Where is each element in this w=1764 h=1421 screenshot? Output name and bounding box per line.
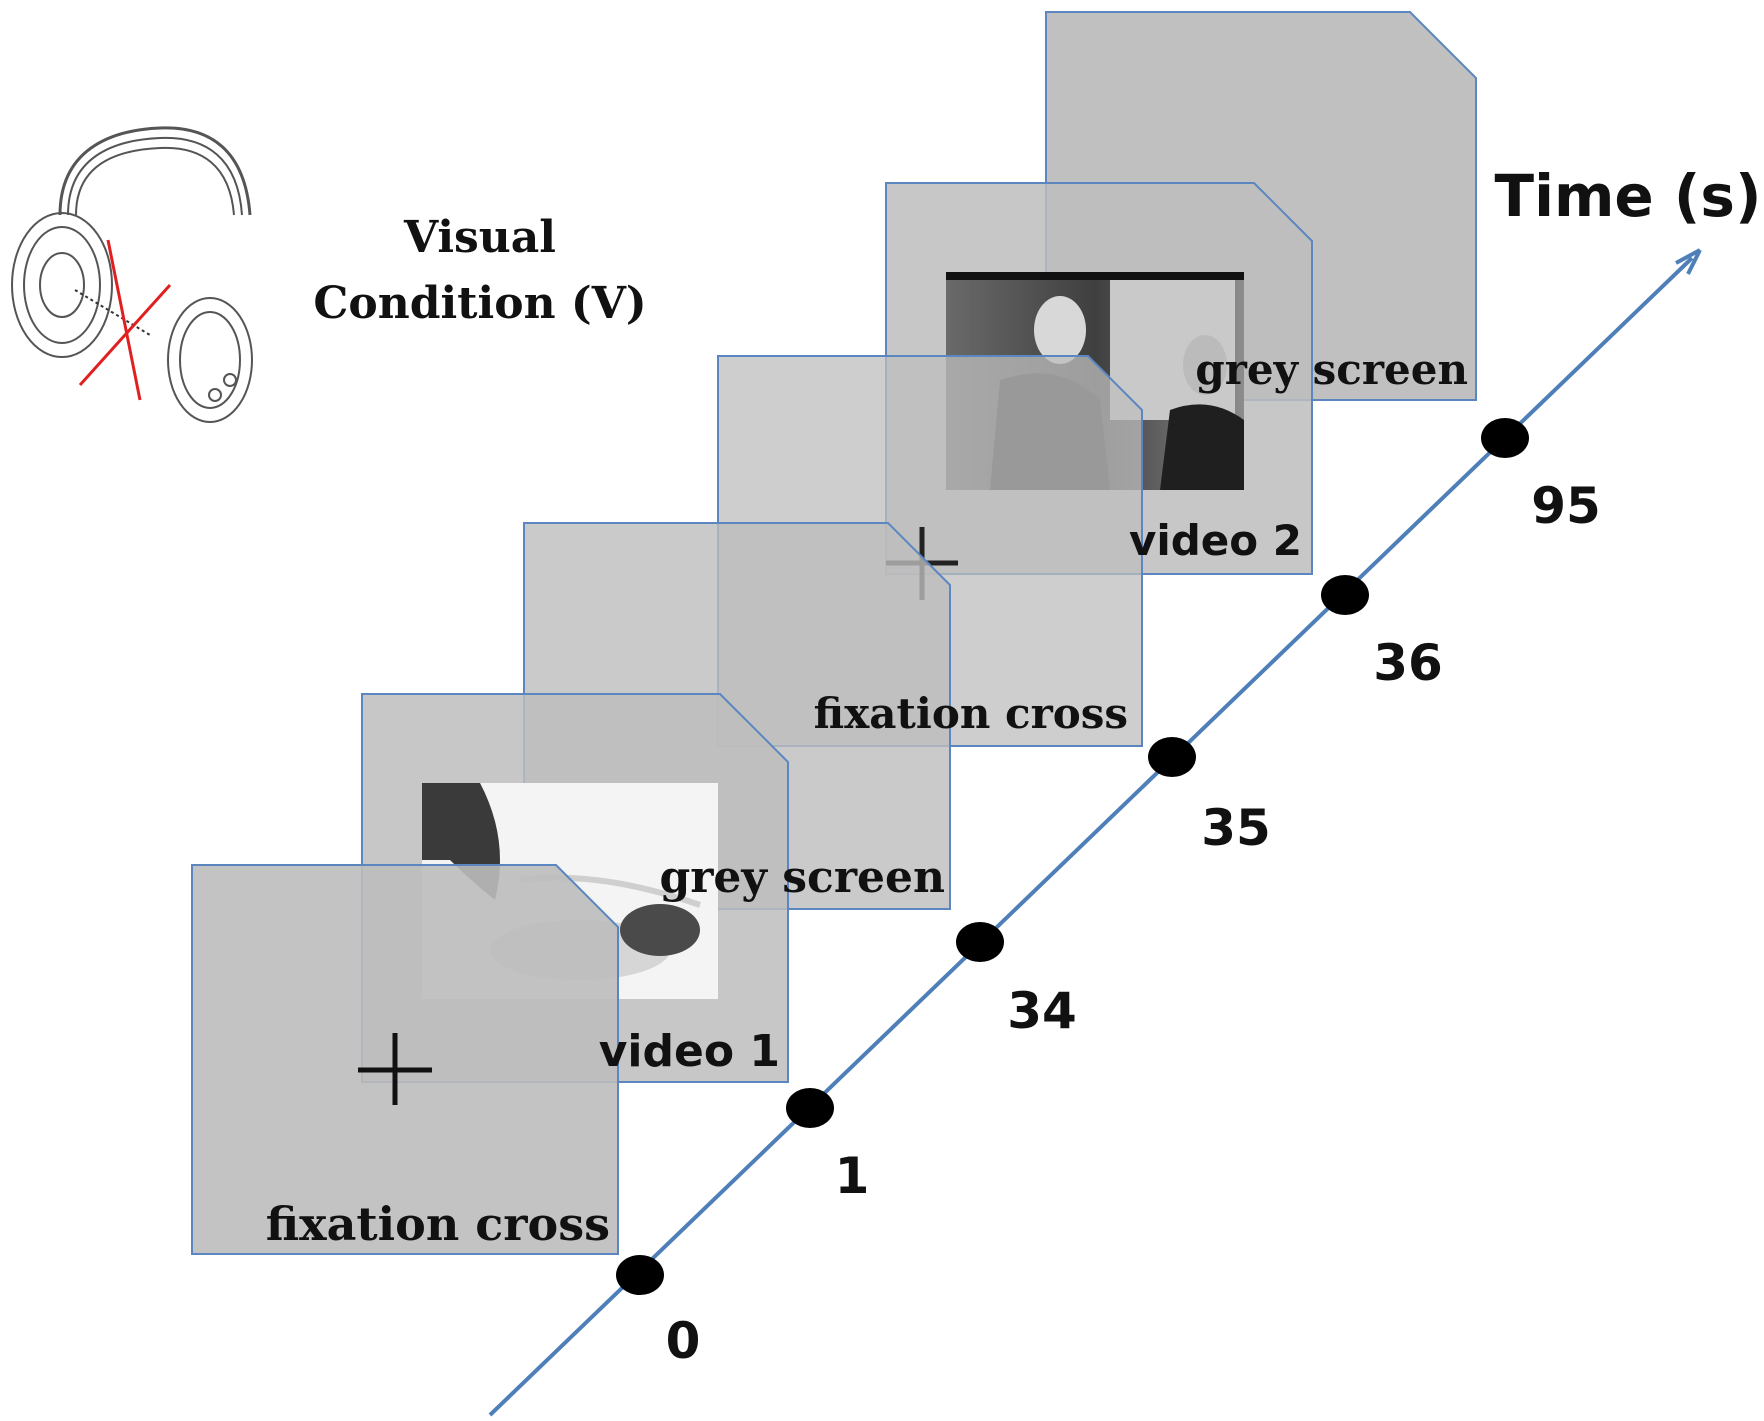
screen-label: fixation cross [814, 689, 1128, 738]
time-marker [956, 922, 1004, 962]
time-point-34: 34 [956, 922, 1077, 1040]
time-value: 95 [1531, 477, 1601, 535]
time-marker [616, 1255, 664, 1295]
cross-out-mark [78, 239, 172, 401]
time-value: 34 [1007, 982, 1077, 1040]
time-marker [1481, 418, 1529, 458]
screen-panel [191, 864, 619, 1255]
time-point-35: 35 [1148, 737, 1271, 857]
screen-label: video 2 [1129, 516, 1302, 565]
screen-label: grey screen [1195, 345, 1468, 394]
time-point-36: 36 [1321, 575, 1443, 692]
condition-title-line1: Visual [403, 212, 556, 263]
time-value: 1 [835, 1147, 870, 1205]
screen-label: fixation cross [266, 1197, 610, 1251]
screen-label: video 1 [599, 1026, 780, 1077]
time-value: 35 [1201, 799, 1271, 857]
time-value: 0 [666, 1312, 701, 1370]
screen-fixation-cross-1 [191, 864, 619, 1255]
time-value: 36 [1373, 634, 1443, 692]
time-marker [1321, 575, 1369, 615]
fixation-cross-icon [358, 1033, 432, 1105]
time-point-1: 1 [786, 1088, 869, 1205]
headphones-crossed-out-icon [11, 126, 253, 423]
time-marker [786, 1088, 834, 1128]
time-point-95: 95 [1481, 418, 1601, 535]
time-axis-arrowhead [1675, 248, 1702, 275]
time-axis-label: Time (s) [1495, 162, 1762, 230]
screen-label: grey screen [659, 852, 945, 903]
time-point-0: 0 [616, 1255, 700, 1370]
condition-title-line2: Condition (V) [313, 278, 646, 329]
time-marker [1148, 737, 1196, 777]
